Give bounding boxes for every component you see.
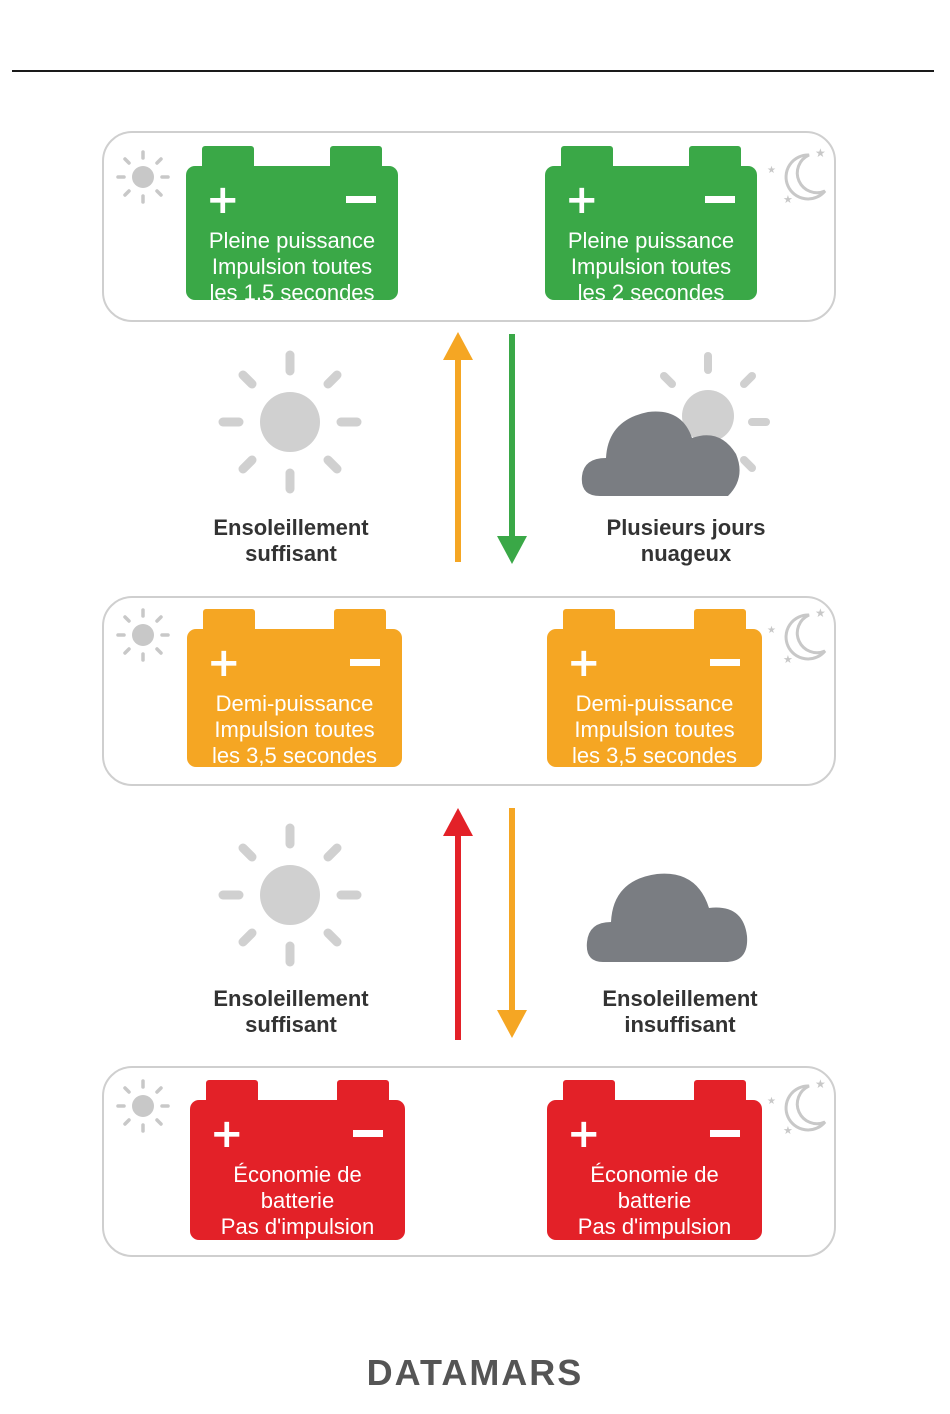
- battery-text: Impulsion toutes: [211, 254, 373, 279]
- up-arrow-icon: [443, 808, 473, 1040]
- svg-text:★: ★: [783, 653, 793, 666]
- battery-text: Demi-puissance: [575, 691, 734, 716]
- battery-text: batterie: [260, 1188, 335, 1213]
- battery-text: les 1,5 secondes: [209, 280, 375, 305]
- transition-label: Ensoleillement insuffisant: [570, 986, 790, 1038]
- sun-icon: [116, 150, 170, 204]
- minus-icon: [705, 196, 735, 203]
- battery-full-power-day: + Pleine puissance Impulsion toutes les …: [186, 146, 398, 305]
- label-line: suffisant: [245, 541, 337, 566]
- battery-half-power-night: + Demi-puissance Impulsion toutes les 3,…: [547, 609, 762, 768]
- transition-label: Ensoleillement suffisant: [181, 986, 401, 1038]
- battery-saving-night: + Économie de batterie Pas d'impulsion: [547, 1080, 762, 1240]
- plus-icon: +: [207, 640, 241, 686]
- battery-half-power-day: + Demi-puissance Impulsion toutes les 3,…: [187, 609, 402, 768]
- plus-icon: +: [206, 177, 240, 223]
- label-line: Ensoleillement: [602, 986, 758, 1011]
- battery-text: Pleine puissance: [208, 228, 376, 253]
- battery-text: Impulsion toutes: [574, 717, 735, 742]
- svg-text:★: ★: [783, 193, 793, 206]
- down-arrow-icon: [497, 334, 527, 564]
- battery-text: Demi-puissance: [215, 691, 374, 716]
- svg-text:★: ★: [767, 1096, 776, 1107]
- label-line: Ensoleillement: [213, 986, 369, 1011]
- battery-text: les 2 secondes: [577, 280, 725, 305]
- battery-text: les 3,5 secondes: [211, 743, 378, 768]
- sun-icon: [218, 823, 362, 967]
- moon-stars-icon: ★ ★ ★: [767, 146, 827, 206]
- label-line: insuffisant: [624, 1012, 736, 1037]
- cloud-icon: [586, 873, 748, 962]
- sun-icon: [116, 608, 170, 662]
- label-line: Plusieurs jours: [606, 515, 766, 540]
- label-line: Ensoleillement: [213, 515, 369, 540]
- battery-text: Impulsion toutes: [214, 717, 375, 742]
- transition-label: Ensoleillement suffisant: [181, 515, 401, 567]
- brand-logo: DATAMARS: [366, 1352, 584, 1393]
- battery-text: Économie de: [590, 1162, 719, 1187]
- transition-label: Plusieurs jours nuageux: [576, 515, 796, 567]
- plus-icon: +: [210, 1111, 244, 1157]
- minus-icon: [710, 1130, 740, 1137]
- minus-icon: [353, 1130, 383, 1137]
- battery-text: Pas d'impulsion: [577, 1214, 732, 1239]
- battery-text: Pas d'impulsion: [220, 1214, 375, 1239]
- moon-stars-icon: ★ ★ ★: [767, 1077, 827, 1137]
- battery-text: les 3,5 secondes: [571, 743, 738, 768]
- minus-icon: [710, 659, 740, 666]
- battery-text: batterie: [617, 1188, 692, 1213]
- svg-text:★: ★: [815, 1077, 826, 1091]
- label-line: nuageux: [640, 541, 732, 566]
- minus-icon: [350, 659, 380, 666]
- battery-text: Économie de: [233, 1162, 362, 1187]
- svg-text:★: ★: [767, 165, 776, 176]
- battery-full-power-night: + Pleine puissance Impulsion toutes les …: [545, 146, 757, 305]
- top-rule: [12, 70, 934, 72]
- down-arrow-icon: [497, 808, 527, 1038]
- sun-behind-cloud-icon: [581, 352, 770, 496]
- svg-text:★: ★: [815, 606, 826, 620]
- plus-icon: +: [565, 177, 599, 223]
- minus-icon: [346, 196, 376, 203]
- moon-stars-icon: ★ ★ ★: [767, 606, 827, 666]
- plus-icon: +: [567, 640, 601, 686]
- battery-saving-day: + Économie de batterie Pas d'impulsion: [190, 1080, 405, 1240]
- svg-text:★: ★: [783, 1124, 793, 1137]
- sun-icon: [218, 350, 362, 494]
- label-line: suffisant: [245, 1012, 337, 1037]
- plus-icon: +: [567, 1111, 601, 1157]
- sun-icon: [116, 1079, 170, 1133]
- battery-text: Pleine puissance: [567, 228, 735, 253]
- up-arrow-icon: [443, 332, 473, 562]
- battery-text: Impulsion toutes: [570, 254, 732, 279]
- svg-text:★: ★: [815, 146, 826, 160]
- svg-text:★: ★: [767, 625, 776, 636]
